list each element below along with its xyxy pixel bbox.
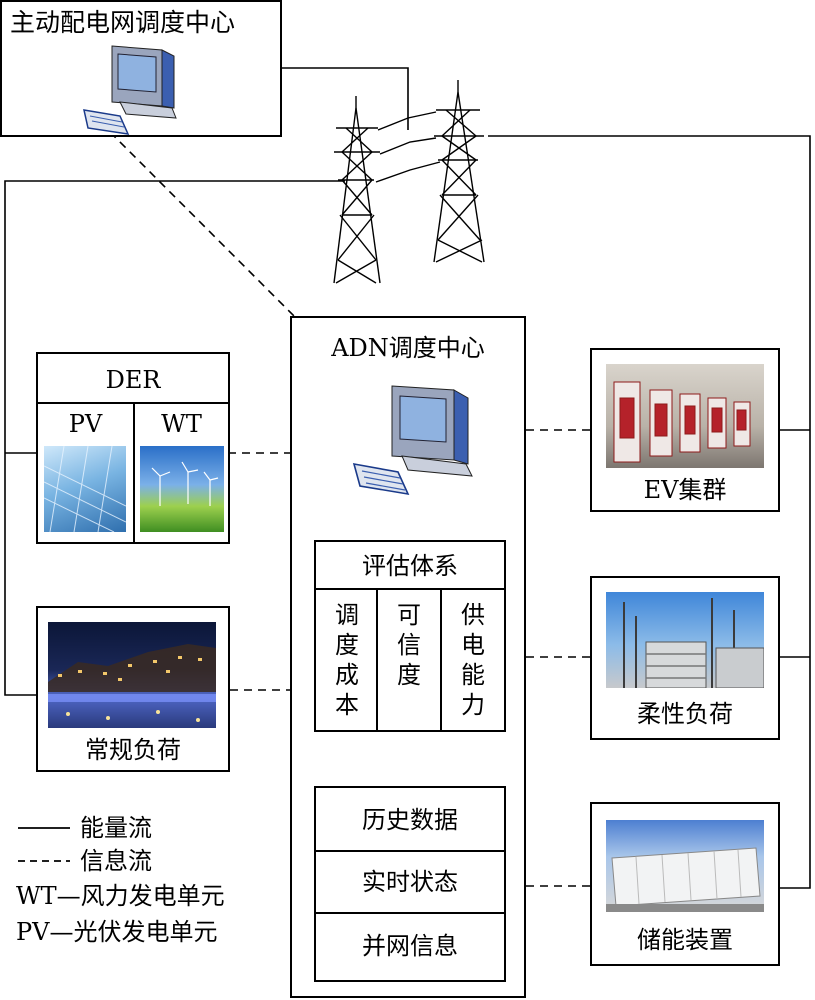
eval-divider bbox=[316, 588, 504, 590]
data-divider bbox=[316, 912, 504, 914]
data-row-history: 历史数据 bbox=[362, 806, 458, 834]
eval-col-supply: 供电能力 bbox=[461, 601, 485, 719]
normal-load-label: 常规负荷 bbox=[85, 736, 181, 764]
eval-title: 评估体系 bbox=[362, 552, 458, 580]
data-table: 历史数据 实时状态 并网信息 bbox=[314, 786, 506, 982]
ev-cluster-box: EV集群 bbox=[590, 348, 780, 512]
data-divider bbox=[316, 850, 504, 852]
legend-wt: WT—风力发电单元 bbox=[16, 882, 225, 910]
storage-box: 储能装置 bbox=[590, 802, 780, 966]
computer-icon bbox=[352, 385, 473, 496]
flexible-load-label: 柔性负荷 bbox=[637, 700, 733, 728]
main-dispatch-center: 主动配电网调度中心 bbox=[0, 0, 282, 137]
storage-label: 储能装置 bbox=[637, 926, 733, 954]
legend-pv: PV—光伏发电单元 bbox=[16, 918, 218, 946]
der-box: DER PV WT bbox=[36, 352, 230, 544]
der-col-divider bbox=[133, 402, 135, 542]
adn-dispatch-center: ADN调度中心 评估体系 调度成本 可信度 供电能力 历史数据 实时状态 并网信… bbox=[290, 316, 526, 998]
flexible-load-box: 柔性负荷 bbox=[590, 576, 780, 740]
eval-col-cost: 调度成本 bbox=[335, 601, 359, 719]
legend-info: 信息流 bbox=[80, 847, 152, 875]
ev-label: EV集群 bbox=[643, 476, 727, 504]
computer-icon bbox=[83, 45, 177, 135]
pv-label: PV bbox=[68, 410, 103, 438]
eval-col-credibility: 可信度 bbox=[397, 601, 421, 689]
data-row-realtime: 实时状态 bbox=[362, 868, 458, 896]
adn-center-title: ADN调度中心 bbox=[331, 334, 485, 362]
normal-load-box: 常规负荷 bbox=[36, 606, 230, 772]
evaluation-system: 评估体系 调度成本 可信度 供电能力 bbox=[314, 540, 506, 732]
main-center-title: 主动配电网调度中心 bbox=[10, 8, 236, 37]
flexible-load-photo bbox=[606, 592, 764, 688]
data-row-grid: 并网信息 bbox=[362, 932, 458, 960]
energy-line-left-bus bbox=[4, 180, 345, 696]
legend-energy: 能量流 bbox=[80, 814, 152, 842]
normal-load-photo bbox=[48, 622, 216, 728]
storage-photo bbox=[606, 820, 764, 912]
der-title: DER bbox=[105, 366, 161, 394]
eval-col-divider bbox=[440, 588, 442, 730]
pv-photo bbox=[44, 446, 126, 532]
ev-photo bbox=[606, 364, 764, 468]
energy-line-right-bus bbox=[488, 135, 811, 889]
wt-photo bbox=[140, 446, 224, 532]
info-line-main-adn bbox=[109, 131, 297, 319]
energy-line-main-center bbox=[280, 67, 409, 130]
eval-col-divider bbox=[376, 588, 378, 730]
wt-label: WT bbox=[161, 410, 202, 438]
